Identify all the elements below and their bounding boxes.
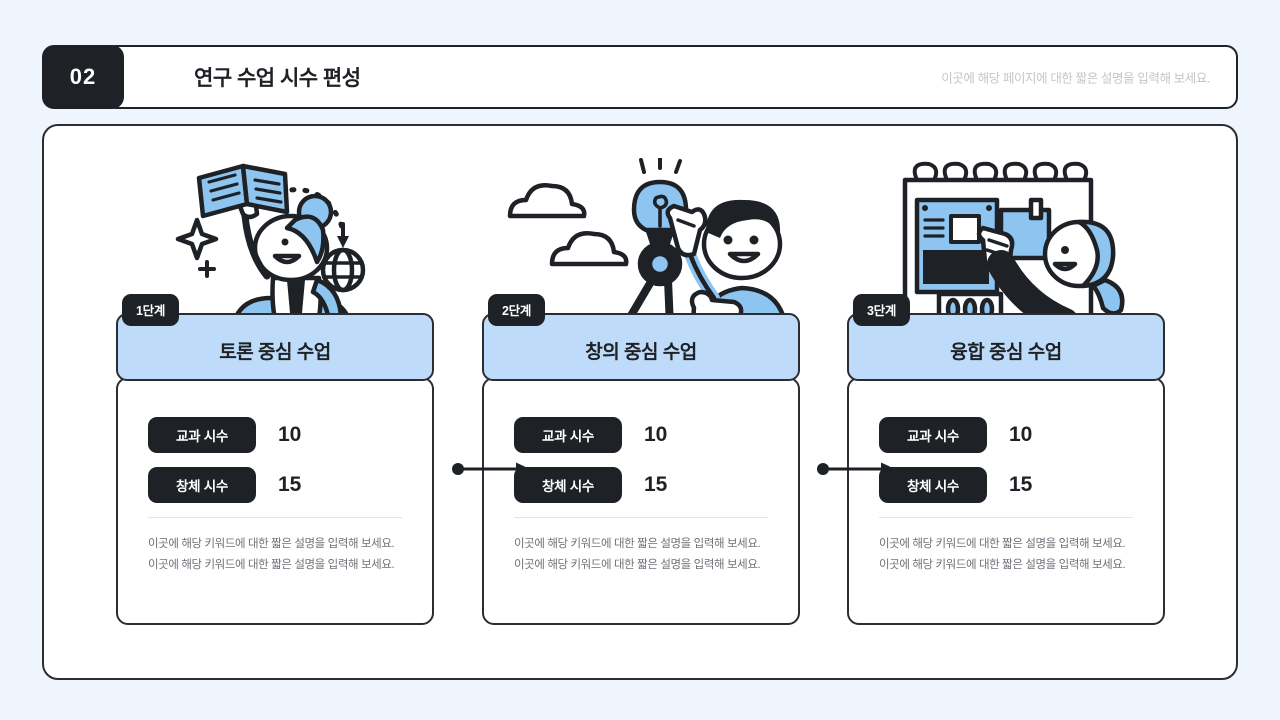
- metric-value: 10: [644, 423, 668, 446]
- stage-description-2: 이곳에 해당 키워드에 대한 짧은 설명을 입력해 보세요. 이곳에 해당 키워…: [514, 538, 761, 572]
- metric-row: 창체 시수 15: [879, 467, 1133, 503]
- stage-columns: 1단계 토론 중심 수업 교과 시수 10 창체 시수 15 이곳에 해당 키워…: [44, 126, 1236, 678]
- stage-description-1: 이곳에 해당 키워드에 대한 짧은 설명을 입력해 보세요. 이곳에 해당 키워…: [148, 538, 395, 572]
- person-raising-book-icon: [116, 142, 438, 334]
- section-number-badge: 02: [42, 45, 124, 109]
- metric-row: 교과 시수 10: [879, 417, 1133, 453]
- stage-badge-1: 1단계: [122, 294, 180, 326]
- header-title-bar: 연구 수업 시수 편성 이곳에 해당 페이지에 대한 짧은 설명을 입력해 보세…: [104, 45, 1238, 109]
- stage-body-1: 교과 시수 10 창체 시수 15 이곳에 해당 키워드에 대한 짧은 설명을 …: [116, 377, 434, 625]
- stage-title-2: 창의 중심 수업: [585, 341, 697, 363]
- stage-badge-2: 2단계: [488, 294, 546, 326]
- metric-label: 교과 시수: [514, 417, 622, 453]
- metric-value: 10: [1009, 423, 1033, 446]
- metric-label: 창체 시수: [879, 467, 987, 503]
- metric-value: 10: [278, 423, 302, 446]
- arrow-stage2-to-stage3: [817, 459, 895, 479]
- metric-label: 교과 시수: [879, 417, 987, 453]
- metric-value: 15: [278, 473, 302, 496]
- divider: [514, 517, 768, 518]
- metric-row: 교과 시수 10: [148, 417, 402, 453]
- metric-label: 창체 시수: [514, 467, 622, 503]
- page-description: 이곳에 해당 페이지에 대한 짧은 설명을 입력해 보세요.: [941, 71, 1210, 86]
- metric-row: 교과 시수 10: [514, 417, 768, 453]
- metric-label: 교과 시수: [148, 417, 256, 453]
- metric-value: 15: [644, 473, 668, 496]
- stage-description-3: 이곳에 해당 키워드에 대한 짧은 설명을 입력해 보세요. 이곳에 해당 키워…: [879, 538, 1126, 572]
- stage-title-1: 토론 중심 수업: [219, 341, 331, 363]
- divider: [148, 517, 402, 518]
- stage-badge-3: 3단계: [853, 294, 911, 326]
- stage-column-1: 1단계 토론 중심 수업 교과 시수 10 창체 시수 15 이곳에 해당 키워…: [116, 126, 438, 678]
- arrow-stage1-to-stage2: [452, 459, 530, 479]
- section-number: 02: [69, 64, 97, 89]
- metric-row: 창체 시수 15: [148, 467, 402, 503]
- metric-row: 창체 시수 15: [514, 467, 768, 503]
- metric-value: 15: [1009, 473, 1033, 496]
- stage-title-3: 융합 중심 수업: [950, 341, 1062, 363]
- metric-label: 창체 시수: [148, 467, 256, 503]
- stage-body-2: 교과 시수 10 창체 시수 15 이곳에 해당 키워드에 대한 짧은 설명을 …: [482, 377, 800, 625]
- content-frame: 1단계 토론 중심 수업 교과 시수 10 창체 시수 15 이곳에 해당 키워…: [42, 124, 1238, 680]
- page-title: 연구 수업 시수 편성: [194, 67, 361, 90]
- stage-body-3: 교과 시수 10 창체 시수 15 이곳에 해당 키워드에 대한 짧은 설명을 …: [847, 377, 1165, 625]
- stage-column-2: 2단계 창의 중심 수업 교과 시수 10 창체 시수 15 이곳에 해당 키워…: [482, 126, 804, 678]
- stage-column-3: 3단계 융합 중심 수업 교과 시수 10 창체 시수 15 이곳에 해당 키워…: [847, 126, 1169, 678]
- slide-header: 연구 수업 시수 편성 이곳에 해당 페이지에 대한 짧은 설명을 입력해 보세…: [42, 45, 1238, 109]
- divider: [879, 517, 1133, 518]
